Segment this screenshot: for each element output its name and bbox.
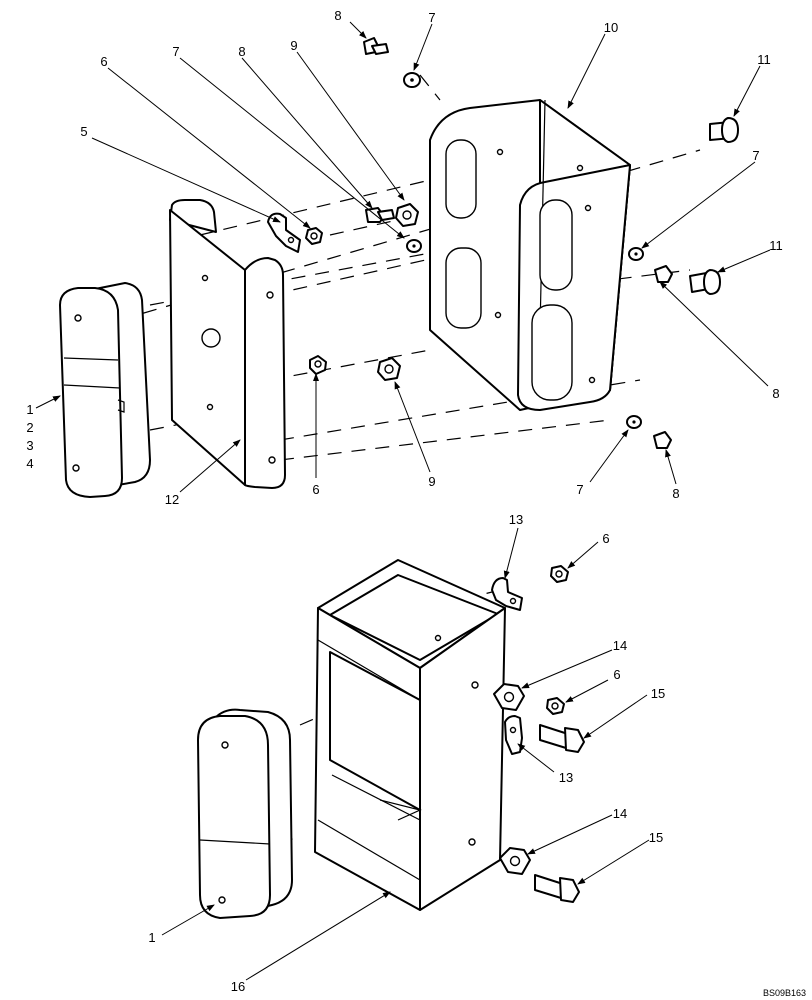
callout-9-b: 9 bbox=[428, 474, 435, 489]
callout-12: 12 bbox=[165, 492, 179, 507]
callout-7-bottom: 7 bbox=[576, 482, 583, 497]
leader-lines bbox=[35, 21, 771, 981]
callout-9-a: 9 bbox=[290, 38, 297, 53]
callout-8-bottom: 8 bbox=[672, 486, 679, 501]
callout-6-b: 6 bbox=[312, 482, 319, 497]
callout-16: 16 bbox=[231, 979, 245, 994]
callout-8-a: 8 bbox=[238, 44, 245, 59]
lamp-box bbox=[314, 559, 506, 911]
upper-lamp-assembly bbox=[59, 282, 151, 498]
callout-11-right: 11 bbox=[769, 238, 783, 253]
callout-13-top: 13 bbox=[509, 512, 523, 527]
callout-8-top: 8 bbox=[334, 8, 341, 23]
upper-hardware bbox=[267, 37, 739, 449]
callout-6-d: 6 bbox=[613, 667, 620, 682]
callout-1-bottom: 1 bbox=[148, 930, 155, 945]
callout-7-right: 7 bbox=[752, 148, 759, 163]
lower-hardware bbox=[491, 565, 585, 903]
callout-6-a: 6 bbox=[100, 54, 107, 69]
callout-15-b: 15 bbox=[649, 830, 663, 845]
callout-labels: 8 7 10 11 7 8 9 6 5 7 11 8 1 2 3 4 12 6 … bbox=[26, 8, 782, 994]
drawing-code: BS09B163 bbox=[763, 988, 806, 998]
u-bracket bbox=[429, 99, 631, 411]
callout-6-c: 6 bbox=[602, 531, 609, 546]
callout-7-a: 7 bbox=[172, 44, 179, 59]
callout-14-a: 14 bbox=[613, 638, 627, 653]
callout-1-top: 1 bbox=[26, 402, 33, 417]
callout-7-top: 7 bbox=[428, 10, 435, 25]
callout-11-top: 11 bbox=[757, 52, 771, 67]
mounting-plate bbox=[169, 199, 286, 489]
callout-15-a: 15 bbox=[651, 686, 665, 701]
callout-14-b: 14 bbox=[613, 806, 627, 821]
callout-3: 3 bbox=[26, 438, 33, 453]
callout-13-b: 13 bbox=[559, 770, 573, 785]
lower-lamp bbox=[197, 708, 293, 919]
callout-8-right: 8 bbox=[772, 386, 779, 401]
callout-2: 2 bbox=[26, 420, 33, 435]
callout-4: 4 bbox=[26, 456, 33, 471]
callout-10: 10 bbox=[604, 20, 618, 35]
callout-5: 5 bbox=[80, 124, 87, 139]
